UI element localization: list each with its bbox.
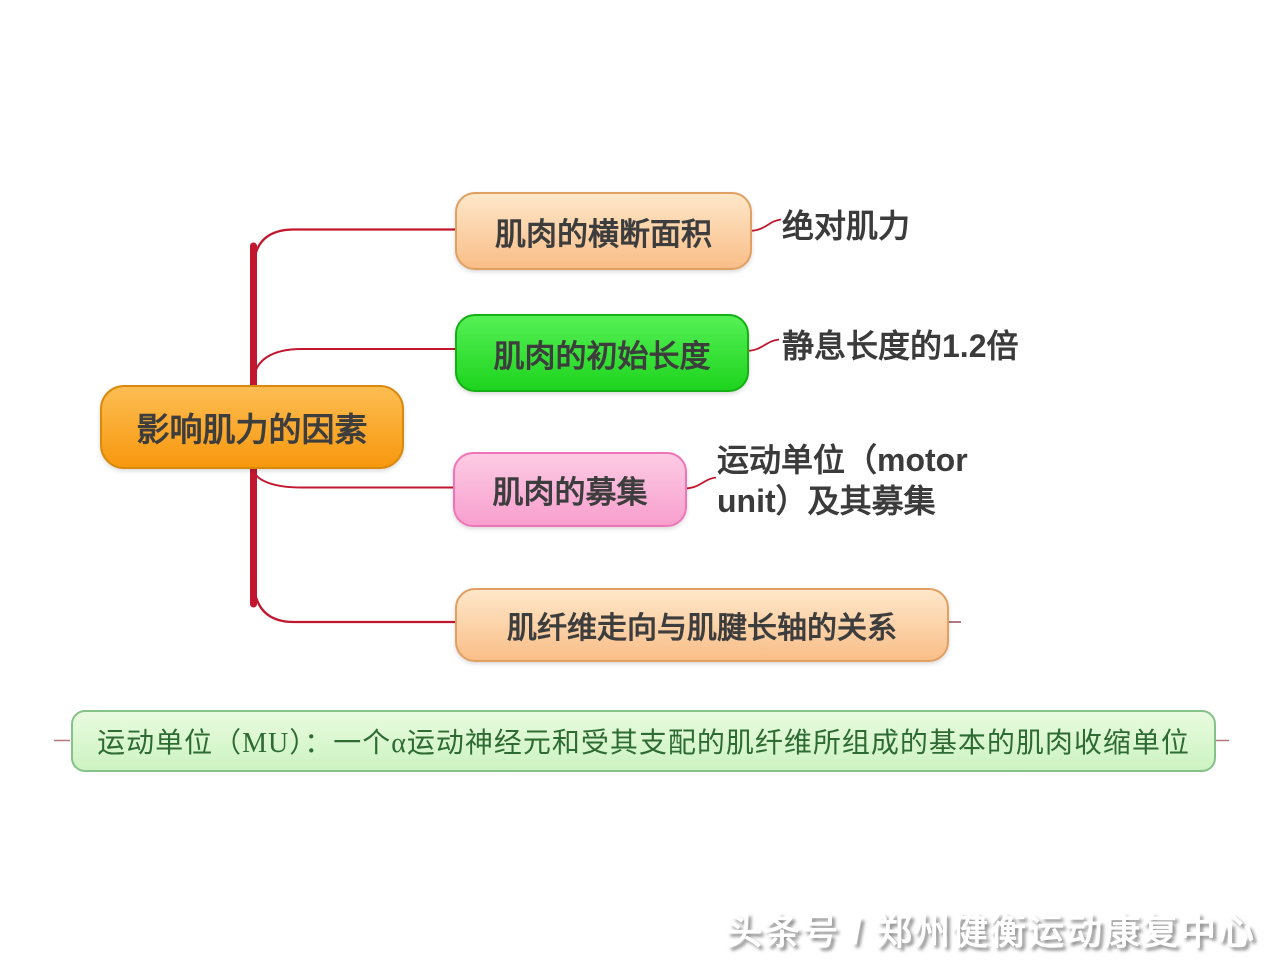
sublink1-line bbox=[747, 218, 782, 232]
branch-node-label: 肌纤维走向与肌腱长轴的关系 bbox=[507, 612, 897, 645]
sublink2-line bbox=[744, 338, 780, 352]
footnote-text: 运动单位（MU）：一个α运动神经元和受其支配的肌纤维所组成的基本的肌肉收缩单位 bbox=[97, 728, 1190, 759]
branch-node-recruitment: 肌肉的募集 bbox=[453, 452, 687, 527]
motor-unit-definition-callout: 运动单位（MU）：一个α运动神经元和受其支配的肌纤维所组成的基本的肌肉收缩单位 bbox=[71, 710, 1216, 772]
branch-note-motor-unit: 运动单位（motor unit）及其募集 bbox=[717, 442, 968, 519]
branch2-line bbox=[252, 348, 456, 383]
branch-node-label: 肌肉的初始长度 bbox=[493, 338, 711, 374]
branch3-line bbox=[252, 467, 454, 489]
watermark-text: 头条号 / 郑州健衡运动康复中心 bbox=[725, 911, 1256, 952]
branch-note-resting-length: 静息长度的1.2倍 bbox=[782, 328, 1019, 364]
branch-node-initial-length: 肌肉的初始长度 bbox=[455, 314, 749, 392]
branch-node-fiber-direction: 肌纤维走向与肌腱长轴的关系 bbox=[455, 588, 949, 662]
sublink3-line bbox=[682, 476, 717, 490]
branch-node-label: 肌肉的募集 bbox=[492, 475, 648, 510]
branch-note-absolute-strength: 绝对肌力 bbox=[782, 208, 911, 244]
branch-node-cross-section: 肌肉的横断面积 bbox=[455, 192, 752, 270]
branch-node-label: 肌肉的横断面积 bbox=[495, 216, 712, 252]
branch4-line bbox=[252, 577, 456, 624]
branch1-line bbox=[252, 228, 456, 271]
root-node-factors: 影响肌力的因素 bbox=[100, 385, 404, 469]
root-node-label: 影响肌力的因素 bbox=[136, 411, 368, 448]
